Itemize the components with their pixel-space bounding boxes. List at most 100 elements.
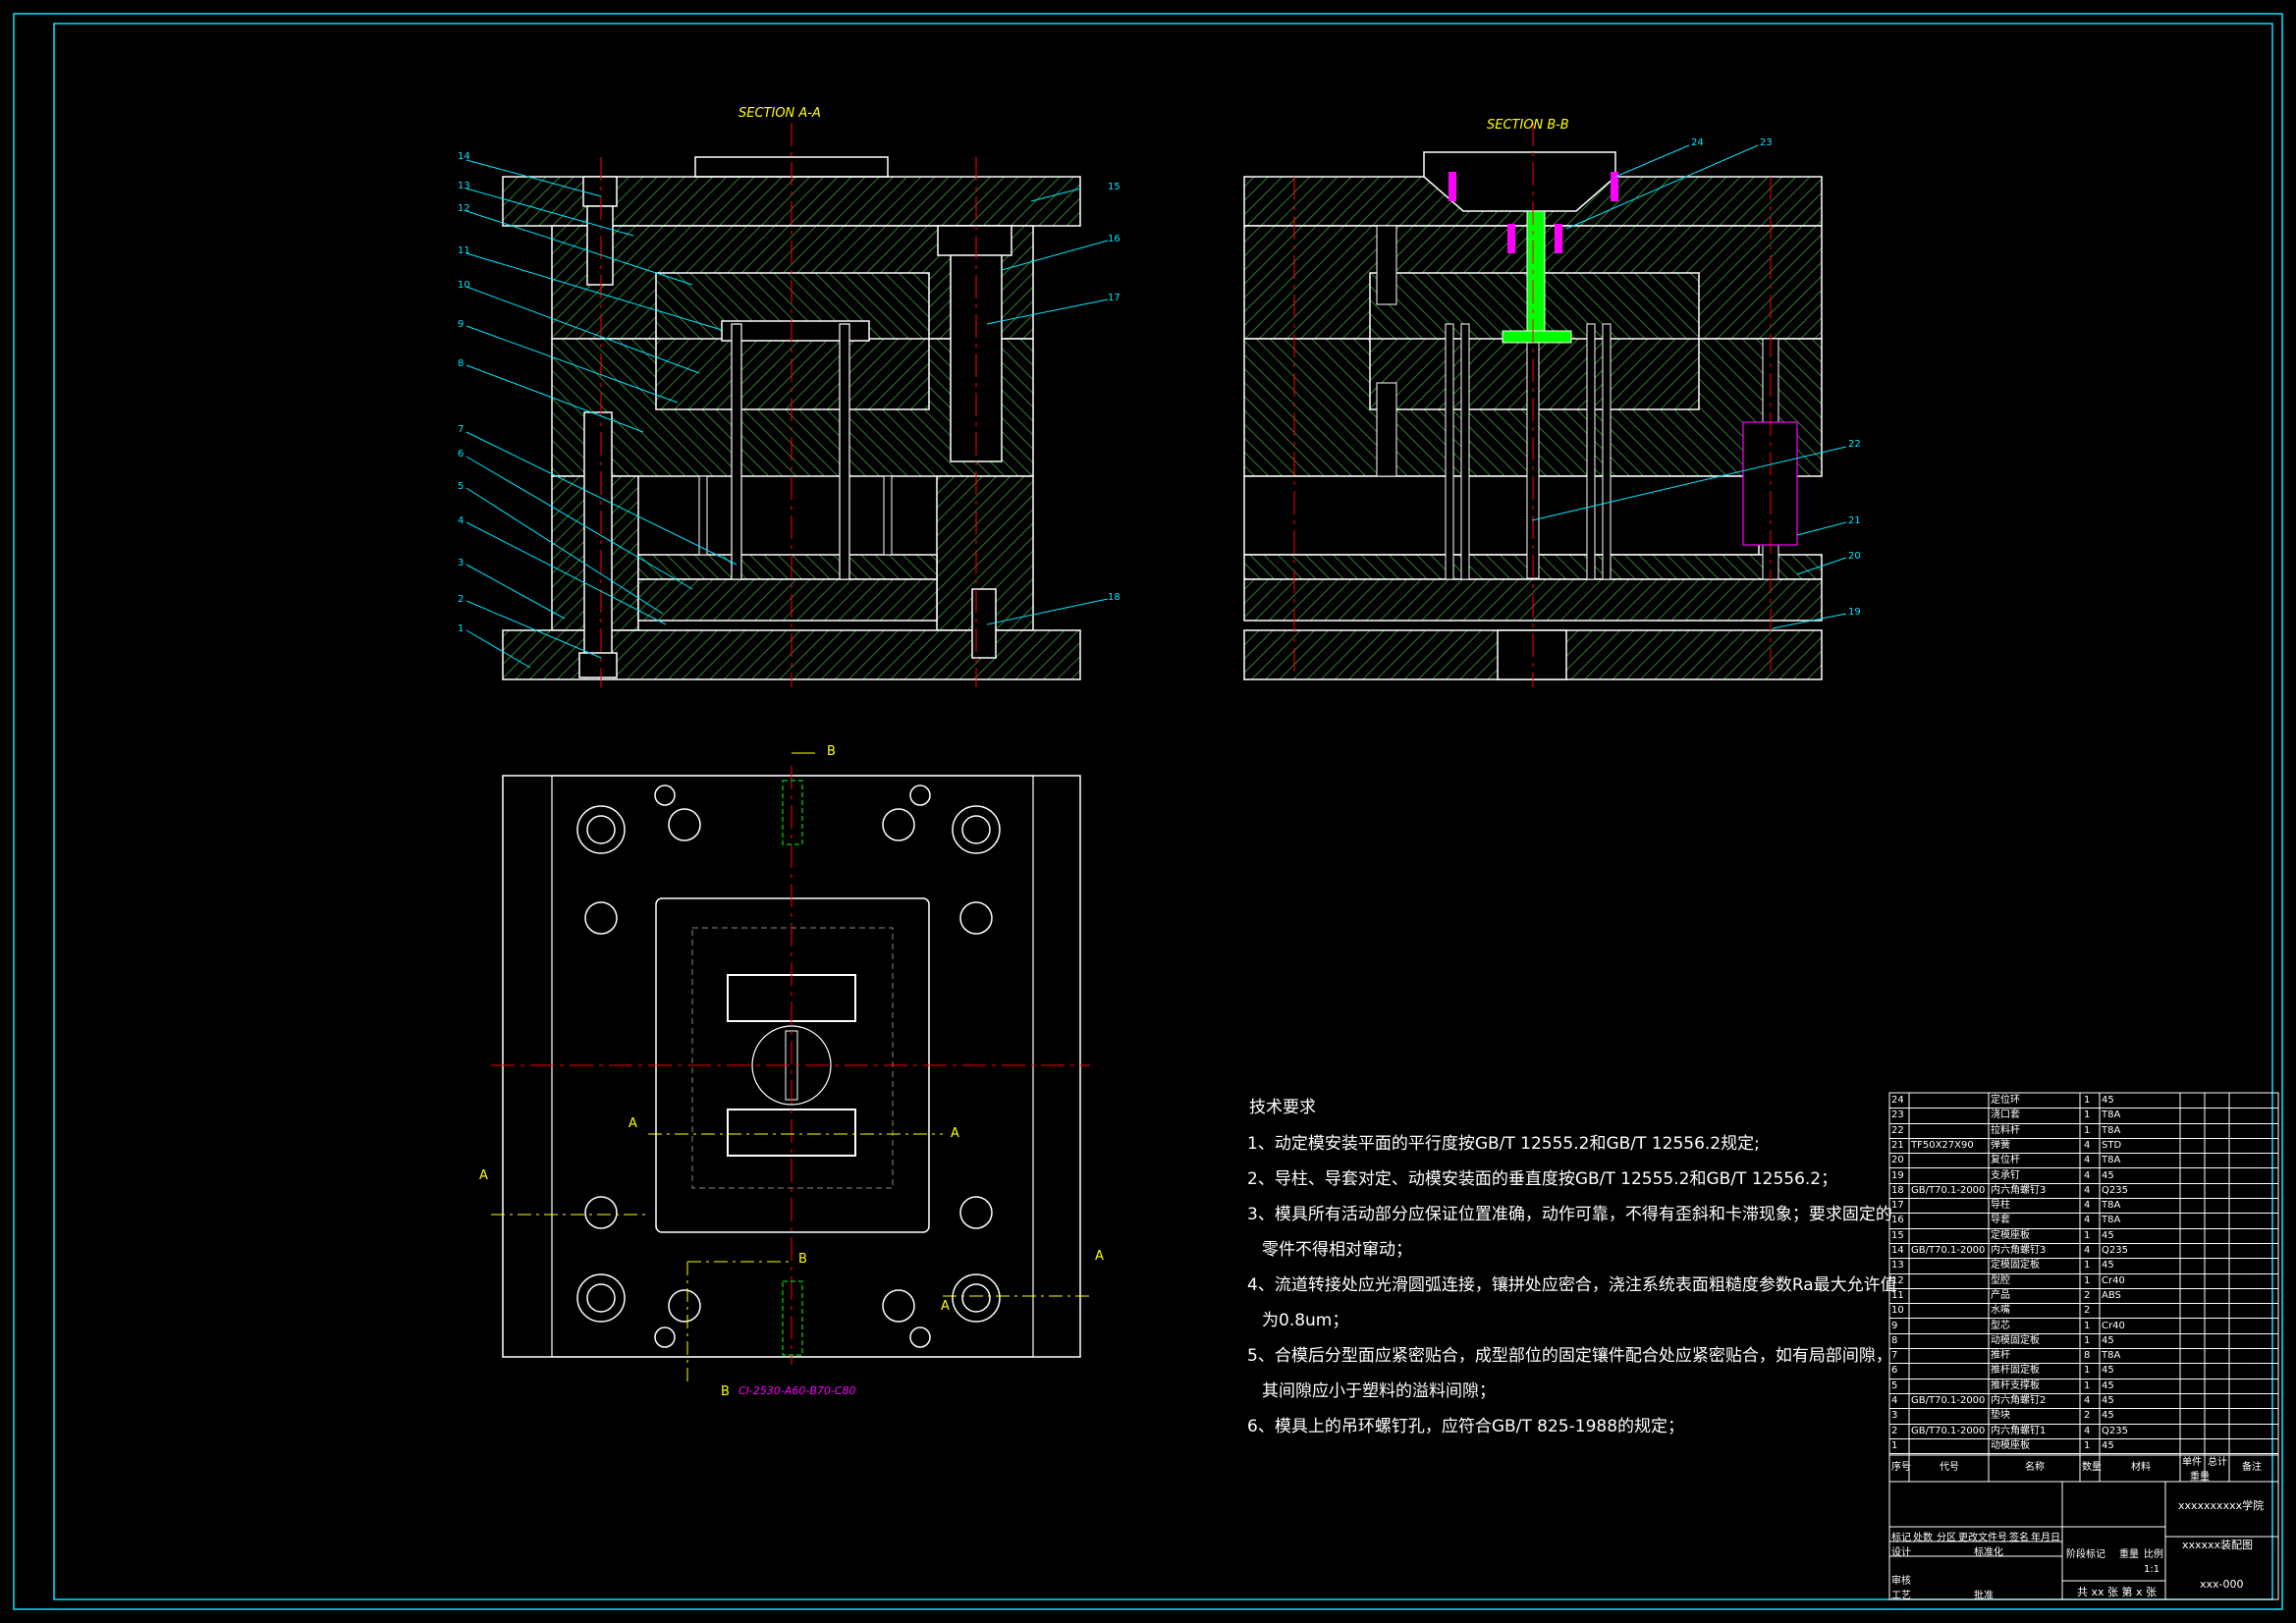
bom-cell-mat: 45 [2102, 1095, 2114, 1106]
mark-b-bottom: B [721, 1384, 730, 1399]
mark-a-left: A [479, 1168, 488, 1183]
bom-cell-mat: Q235 [2102, 1425, 2128, 1436]
bom-cell-name: 型腔 [1991, 1274, 2010, 1286]
bom-cell-mat: T8A [2102, 1200, 2121, 1212]
mark-a-left2: A [629, 1116, 637, 1131]
bom-cell-mat: 45 [2102, 1439, 2114, 1451]
mark-a-mid: A [941, 1299, 950, 1314]
bom-cell-mat: 45 [2102, 1260, 2114, 1271]
bom-cell-no: 10 [1891, 1305, 1904, 1317]
bom-cell-qty: 2 [2084, 1305, 2091, 1317]
mark-b-top: B [827, 744, 836, 759]
bom-cell-name: 弹簧 [1991, 1139, 2010, 1151]
tb-label-process: 工艺 [1891, 1591, 1911, 1601]
bom-cell-code: GB/T70.1-2000 [1911, 1395, 1986, 1406]
bom-cell-mat: STD [2102, 1139, 2122, 1151]
inner-border [53, 23, 2273, 1600]
bom-cell-name: 导套 [1991, 1215, 2010, 1226]
bom-grid [1888, 1092, 2279, 1600]
bom-header-note: 备注 [2242, 1462, 2262, 1473]
tb-label-zone: 分区 [1937, 1533, 1956, 1543]
leader-4: 4 [458, 515, 465, 526]
bom-cell-no: 22 [1891, 1124, 1904, 1136]
requirement-3: 3、模具所有活动部分应保证位置准确，动作可靠，不得有歪斜和卡滞现象；要求固定的 [1247, 1205, 1892, 1224]
leader-22: 22 [1848, 439, 1861, 450]
bom-cell-name: 内六角螺钉3 [1991, 1184, 2047, 1196]
bom-cell-name: 推杆 [1991, 1350, 2010, 1362]
bom-cell-qty: 4 [2084, 1184, 2091, 1196]
bom-header-name: 名称 [2025, 1462, 2045, 1473]
bom-cell-qty: 4 [2084, 1169, 2091, 1181]
bom-header-w2: 总计 [2208, 1457, 2227, 1468]
tb-label-design: 设计 [1891, 1547, 1911, 1558]
bom-cell-no: 15 [1891, 1229, 1904, 1241]
bom-cell-mat: T8A [2102, 1109, 2121, 1121]
drawing-number: xxx-000 [2200, 1578, 2244, 1591]
bom-cell-mat: 45 [2102, 1395, 2114, 1406]
mark-b-mid: B [798, 1252, 807, 1267]
bom-cell-mat: Cr40 [2102, 1274, 2125, 1286]
leader-18: 18 [1108, 592, 1121, 603]
bom-cell-no: 8 [1891, 1334, 1898, 1346]
bom-cell-name: 内六角螺钉2 [1991, 1395, 2047, 1406]
bom-cell-qty: 1 [2084, 1274, 2091, 1286]
bom-cell-no: 24 [1891, 1095, 1904, 1106]
bom-cell-name: 推杆固定板 [1991, 1365, 2040, 1377]
leader-15: 15 [1108, 182, 1121, 192]
tb-label-scale: 比例 [2144, 1549, 2163, 1560]
bom-cell-mat: ABS [2102, 1289, 2121, 1301]
bom-cell-name: 推杆支撑板 [1991, 1380, 2040, 1391]
bom-cell-mat: 45 [2102, 1380, 2114, 1391]
bom-cell-qty: 1 [2084, 1320, 2091, 1331]
bom-cell-no: 17 [1891, 1200, 1904, 1212]
bom-cell-no: 4 [1891, 1395, 1898, 1406]
leader-19: 19 [1848, 607, 1861, 618]
scale-value: 1:1 [2144, 1564, 2160, 1575]
bom-cell-mat: T8A [2102, 1124, 2121, 1136]
bom-cell-name: 拉料杆 [1991, 1124, 2020, 1136]
leader-1: 1 [458, 623, 465, 634]
bom-cell-name: 定模固定板 [1991, 1260, 2040, 1271]
bom-cell-mat: Q235 [2102, 1245, 2128, 1256]
tb-label-stage: 阶段标记 [2066, 1549, 2105, 1560]
section-b-view [1243, 123, 1847, 687]
bom-cell-name: 支承钉 [1991, 1169, 2020, 1181]
bom-cell-mat: T8A [2102, 1350, 2121, 1362]
tb-label-standard: 标准化 [1974, 1547, 2003, 1558]
section-a-title: SECTION A-A [738, 106, 821, 121]
leader-2: 2 [458, 594, 465, 605]
bom-cell-no: 14 [1891, 1245, 1904, 1256]
tb-label-change: 更改文件号 [1958, 1533, 2007, 1543]
bom-cell-mat: T8A [2102, 1215, 2121, 1226]
bom-cell-name: 型芯 [1991, 1320, 2010, 1331]
leader-21: 21 [1848, 515, 1861, 526]
tb-label-approve: 批准 [1974, 1591, 1994, 1601]
bom-cell-mat: 45 [2102, 1229, 2114, 1241]
section-a-view [465, 123, 1109, 687]
tb-label-count: 处数 [1913, 1533, 1933, 1543]
bom-cell-qty: 1 [2084, 1380, 2091, 1391]
requirement-4: 4、流道转接处应光滑圆弧连接，镶拼处应密合，浇注系统表面粗糙度参数Ra最大允许值 [1247, 1275, 1897, 1295]
leader-16: 16 [1108, 234, 1121, 244]
bom-cell-qty: 1 [2084, 1124, 2091, 1136]
bom-cell-qty: 4 [2084, 1139, 2091, 1151]
outer-border [13, 13, 2283, 1610]
bom-cell-no: 19 [1891, 1169, 1904, 1181]
leader-17: 17 [1108, 293, 1121, 303]
leader-9: 9 [458, 319, 465, 330]
